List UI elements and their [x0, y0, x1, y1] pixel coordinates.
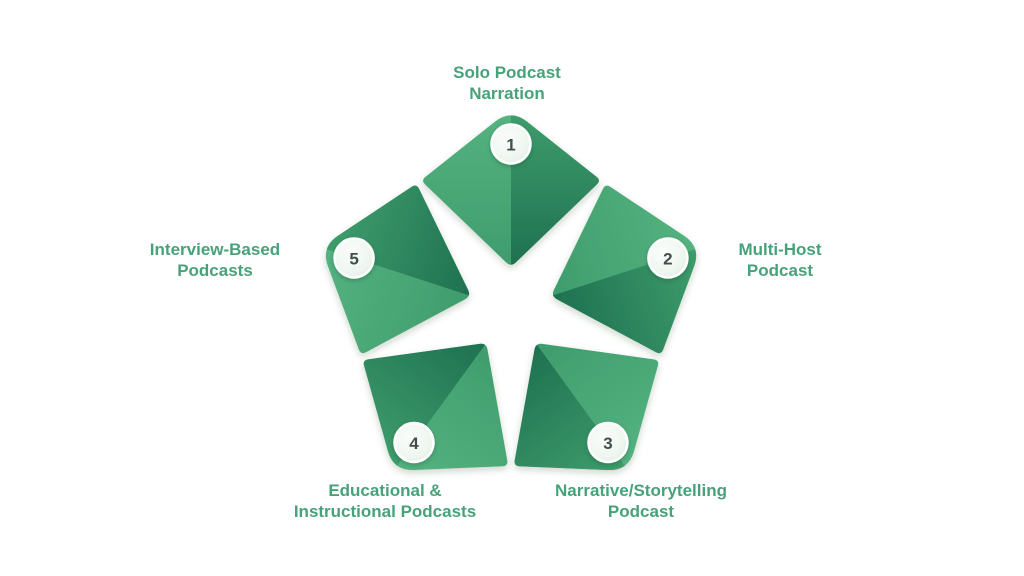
badge-number-3: 3 [603, 434, 612, 453]
segment-kite-1 [423, 115, 599, 265]
segment-label-line: Narration [469, 84, 545, 103]
badge-circle [587, 421, 629, 464]
segment-label-line: Interview-Based [149, 240, 281, 259]
segment-badge-2: 2 [647, 237, 689, 279]
segment-badge-5: 5 [333, 237, 375, 279]
segment-badge-4: 4 [393, 421, 435, 464]
segment-label-line: Solo Podcast [453, 63, 561, 82]
badge-circle [647, 237, 689, 279]
badge-circle [333, 237, 375, 279]
segment-badge-1: 1 [490, 123, 532, 165]
segment-label-line: Podcast [746, 261, 814, 280]
segment-label-educational-instructional-podcasts: Educational & Instructional Podcasts [294, 480, 476, 522]
segment-label-multi-host-podcast: Multi-Host Podcast [738, 239, 821, 281]
segment-kite-3 [514, 343, 659, 470]
segment-label-narrative-storytelling-podcast: Narrative/Storytelling Podcast [555, 480, 727, 522]
badge-number-5: 5 [349, 250, 358, 269]
segment-kite-2 [552, 185, 697, 354]
segment-label-interview-based-podcasts: Interview-Based Podcasts [150, 239, 280, 281]
segment-label-solo-podcast-narration: Solo Podcast Narration [453, 62, 561, 104]
segment-label-line: Podcast [607, 502, 675, 521]
badge-circle [490, 123, 532, 165]
badge-circle [393, 421, 435, 464]
badge-number-4: 4 [409, 434, 419, 453]
segment-label-line: Educational & [328, 481, 442, 500]
segment-label-line: Podcasts [177, 261, 253, 280]
segment-label-line: Multi-Host [738, 240, 822, 259]
segment-kite-4 [363, 343, 508, 470]
badge-number-1: 1 [506, 136, 515, 155]
segment-badge-3: 3 [587, 421, 629, 464]
segment-dark-face-1 [511, 115, 599, 265]
segment-label-line: Instructional Podcasts [293, 502, 477, 521]
badge-number-2: 2 [663, 250, 672, 269]
segment-label-line: Narrative/Storytelling [555, 481, 727, 500]
